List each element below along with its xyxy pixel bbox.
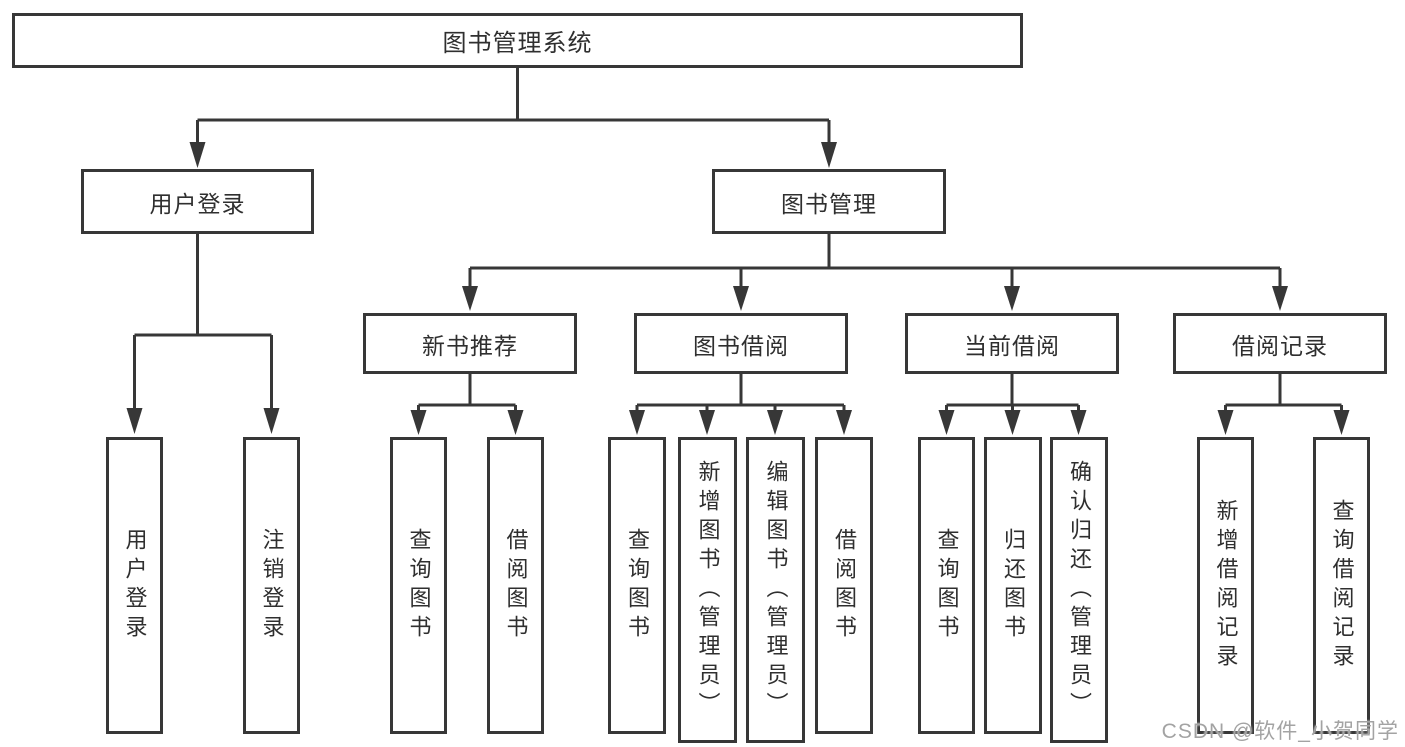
node-root: 图书管理系统 — [12, 13, 1023, 68]
leaf-logout: 注销登录 — [243, 437, 300, 734]
leaf-user-login-label: 用户登录 — [122, 527, 148, 644]
node-root-label: 图书管理系统 — [442, 30, 593, 57]
leaf-edit-books-admin-label: 编辑图书（管理员） — [763, 459, 789, 721]
leaf-query-borrow-record-label: 查询借阅记录 — [1329, 498, 1355, 673]
leaf-add-books-admin-label: 新增图书（管理员） — [695, 459, 721, 721]
leaf-return-books: 归还图书 — [984, 437, 1042, 734]
leaf-current-query-books: 查询图书 — [918, 437, 975, 734]
leaf-current-query-books-label: 查询图书 — [934, 527, 960, 644]
leaf-rec-query-books: 查询图书 — [390, 437, 447, 734]
leaf-query-borrow-record: 查询借阅记录 — [1313, 437, 1370, 734]
arrowheads — [126, 142, 1350, 435]
leaf-edit-books-admin: 编辑图书（管理员） — [746, 437, 805, 743]
node-book-borrowing: 图书借阅 — [634, 313, 848, 374]
node-current-borrowing: 当前借阅 — [905, 313, 1119, 374]
node-user-login: 用户登录 — [81, 169, 314, 234]
leaf-rec-borrow-books: 借阅图书 — [487, 437, 544, 734]
leaf-borrow-query-books-label: 查询图书 — [625, 527, 650, 644]
leaf-confirm-return-admin-label: 确认归还（管理员） — [1067, 459, 1092, 721]
leaf-add-borrow-record-label: 新增借阅记录 — [1213, 498, 1239, 673]
leaf-rec-borrow-books-label: 借阅图书 — [503, 527, 529, 644]
node-borrowing-records-label: 借阅记录 — [1232, 332, 1328, 359]
leaf-logout-label: 注销登录 — [259, 527, 285, 644]
leaf-user-login: 用户登录 — [106, 437, 163, 734]
node-book-management-label: 图书管理 — [781, 190, 877, 217]
leaf-add-books-admin: 新增图书（管理员） — [678, 437, 737, 743]
watermark: CSDN @软件_小贺同学 — [1161, 720, 1399, 743]
node-new-book-recommendation-label: 新书推荐 — [422, 332, 518, 359]
node-book-borrowing-label: 图书借阅 — [693, 332, 789, 359]
node-borrowing-records: 借阅记录 — [1173, 313, 1387, 374]
node-current-borrowing-label: 当前借阅 — [964, 332, 1060, 359]
node-book-management: 图书管理 — [712, 169, 946, 234]
node-new-book-recommendation: 新书推荐 — [363, 313, 577, 374]
leaf-borrow-books: 借阅图书 — [815, 437, 873, 734]
leaf-borrow-books-label: 借阅图书 — [832, 527, 857, 644]
leaf-confirm-return-admin: 确认归还（管理员） — [1050, 437, 1108, 743]
leaf-add-borrow-record: 新增借阅记录 — [1197, 437, 1254, 734]
node-user-login-label: 用户登录 — [149, 190, 246, 217]
leaf-borrow-query-books: 查询图书 — [608, 437, 666, 734]
leaf-return-books-label: 归还图书 — [1001, 527, 1026, 644]
leaf-rec-query-books-label: 查询图书 — [406, 527, 432, 644]
